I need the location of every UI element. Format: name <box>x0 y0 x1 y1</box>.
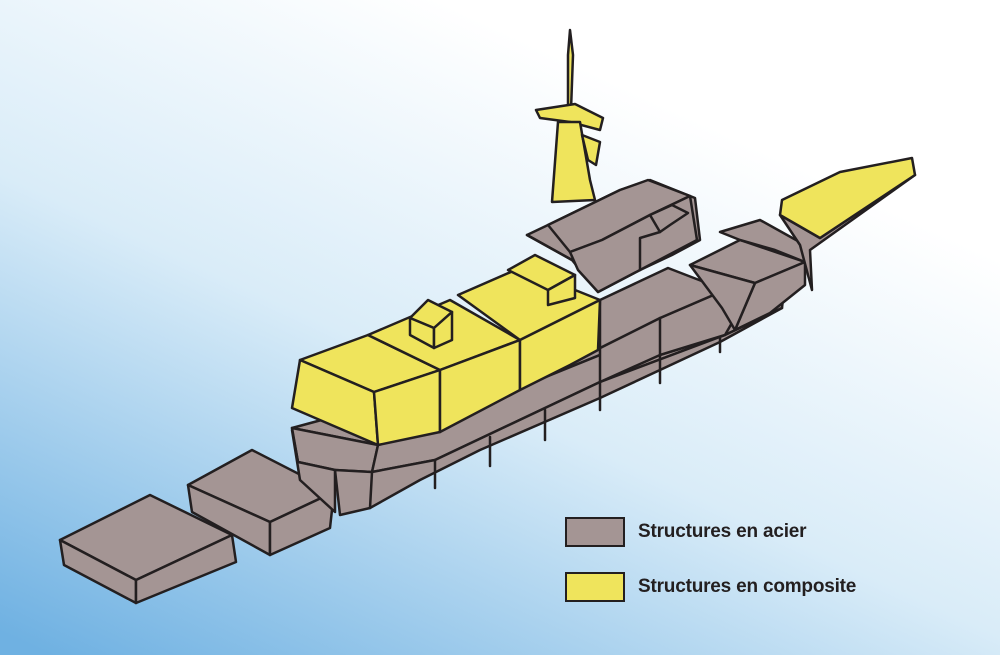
forward-deckhouse <box>506 253 577 307</box>
bridge-block <box>525 178 702 294</box>
mid-hull-blocks <box>598 266 747 384</box>
composite-structures <box>290 28 917 447</box>
legend-item-steel: Structures en acier <box>565 515 985 555</box>
composite-swatch <box>565 572 625 602</box>
legend-label-steel: Structures en acier <box>638 521 807 542</box>
aft-superstructure <box>290 333 442 447</box>
steel-swatch <box>565 517 625 547</box>
steel-structures <box>58 173 917 605</box>
legend: Structures en acier Structures en compos… <box>565 515 985 625</box>
stern-block-2 <box>186 448 336 557</box>
legend-item-composite: Structures en composite <box>565 570 985 610</box>
bow-top <box>778 156 917 240</box>
deckhouse <box>408 298 454 350</box>
legend-label-composite: Structures en composite <box>638 576 857 597</box>
mast <box>534 28 605 204</box>
forward-hull-block <box>688 218 807 332</box>
